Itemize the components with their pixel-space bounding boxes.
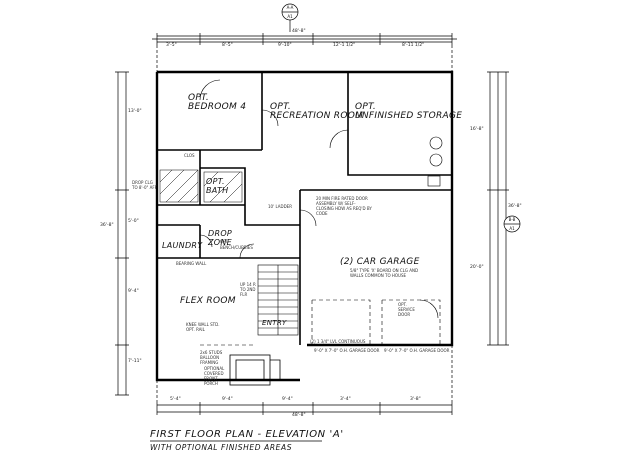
plan-title: FIRST FLOOR PLAN - ELEVATION 'A' bbox=[150, 429, 344, 440]
section-tag-top-sheet: A1 bbox=[282, 14, 298, 19]
note-garage-door-2: 9'-0" X 7'-0" O.H. GARAGE DOOR bbox=[384, 348, 450, 353]
note-stud-balloon: 2x6 STUDS BALLOON FRAMING bbox=[200, 350, 223, 365]
dim-bottom-2: 9'-4" bbox=[222, 397, 233, 402]
note-garage: 5/8" TYPE 'X' BOARD ON CLG AND WALLS COM… bbox=[350, 268, 419, 278]
room-laundry: LAUNDRY bbox=[162, 241, 203, 250]
dim-top-5: 8'-11 1/2" bbox=[402, 43, 425, 48]
note-opt: OPT. bbox=[220, 239, 229, 244]
section-tag-top-label: A-A bbox=[286, 5, 294, 10]
dim-top-1: 3'-5" bbox=[166, 43, 177, 48]
dim-bottom-4: 3'-4" bbox=[340, 397, 351, 402]
dim-left-4: 7'-11" bbox=[128, 359, 142, 364]
room-bedroom-label: BEDROOM 4 bbox=[188, 102, 247, 112]
dim-top-3: 9'-10" bbox=[278, 43, 292, 48]
note-lvl: (2) 1 3/4" LVL CONTINUOUS bbox=[310, 339, 366, 344]
room-garage: (2) CAR GARAGE bbox=[340, 257, 420, 267]
dim-left-2: 5'-0" bbox=[128, 219, 139, 224]
note-drop-clg: DROP CLG TO 8'-0" AFF bbox=[132, 180, 157, 190]
room-drop-zone-2: ZONE bbox=[208, 238, 233, 247]
note-ladder: 10' LADDER bbox=[268, 204, 292, 209]
note-closet: CLOS bbox=[184, 153, 195, 158]
room-entry: ENTRY bbox=[262, 319, 287, 327]
dim-right-2: 20'-0" bbox=[470, 265, 484, 270]
note-fire-door: 20 MIN FIRE RATED DOOR ASSEMBLY W/ SELF-… bbox=[316, 196, 372, 216]
note-stairs: UP 14 R TO 2ND FLR bbox=[240, 282, 256, 297]
room-bath-opt: OPT. bbox=[206, 177, 225, 186]
note-service-door: OPT. SERVICE DOOR bbox=[398, 302, 415, 317]
dim-left-1: 13'-0" bbox=[128, 109, 142, 114]
dim-left-overall: 36'-8" bbox=[100, 223, 114, 228]
dim-bottom-3: 9'-4" bbox=[282, 397, 293, 402]
room-storage-opt: OPT. bbox=[355, 102, 377, 112]
note-porch: OPTIONAL COVERED FRONT PORCH bbox=[204, 366, 225, 386]
dim-right-1: 16'-8" bbox=[470, 127, 484, 132]
section-tag-top-sheet-label: A1 bbox=[287, 14, 293, 19]
section-tag-top: A-A bbox=[282, 5, 298, 10]
dim-bottom-5: 3'-8" bbox=[410, 397, 421, 402]
note-knee-wall: KNEE WALL STD. OPT. RAIL bbox=[186, 322, 220, 332]
plan-subtitle: WITH OPTIONAL FINISHED AREAS bbox=[150, 443, 293, 452]
section-tag-right: B-B bbox=[504, 217, 520, 222]
dim-top-overall: 48'-8" bbox=[292, 29, 306, 34]
room-bedroom-opt: OPT. bbox=[188, 93, 210, 103]
note-garage-door-1: 9'-0" X 7'-0" O.H. GARAGE DOOR bbox=[314, 348, 380, 353]
dim-bottom-1: 5'-4" bbox=[170, 397, 181, 402]
room-recreation-opt: OPT. bbox=[270, 102, 292, 112]
dim-top-2: 8'-5" bbox=[222, 43, 233, 48]
note-bearing-wall: BEARING WALL bbox=[176, 261, 207, 266]
note-bench: BENCH/CUBBIES bbox=[220, 245, 253, 250]
section-tag-right-sheet: A1 bbox=[504, 226, 520, 231]
room-recreation-label: RECREATION ROOM bbox=[270, 111, 364, 121]
dim-left-3: 9'-4" bbox=[128, 289, 139, 294]
room-drop-zone-1: DROP bbox=[208, 229, 233, 238]
dim-right-overall: 36'-8" bbox=[508, 204, 522, 209]
room-storage-label: UNFINISHED STORAGE bbox=[355, 111, 463, 121]
room-bath-label: BATH bbox=[206, 186, 229, 195]
dim-bottom-overall: 48'-8" bbox=[292, 413, 306, 418]
dim-top-4: 12'-1 1/2" bbox=[333, 43, 356, 48]
section-tag-right-sheet-label: A1 bbox=[509, 226, 515, 231]
room-flex: FLEX ROOM bbox=[180, 296, 236, 306]
section-tag-right-label: B-B bbox=[508, 217, 516, 222]
